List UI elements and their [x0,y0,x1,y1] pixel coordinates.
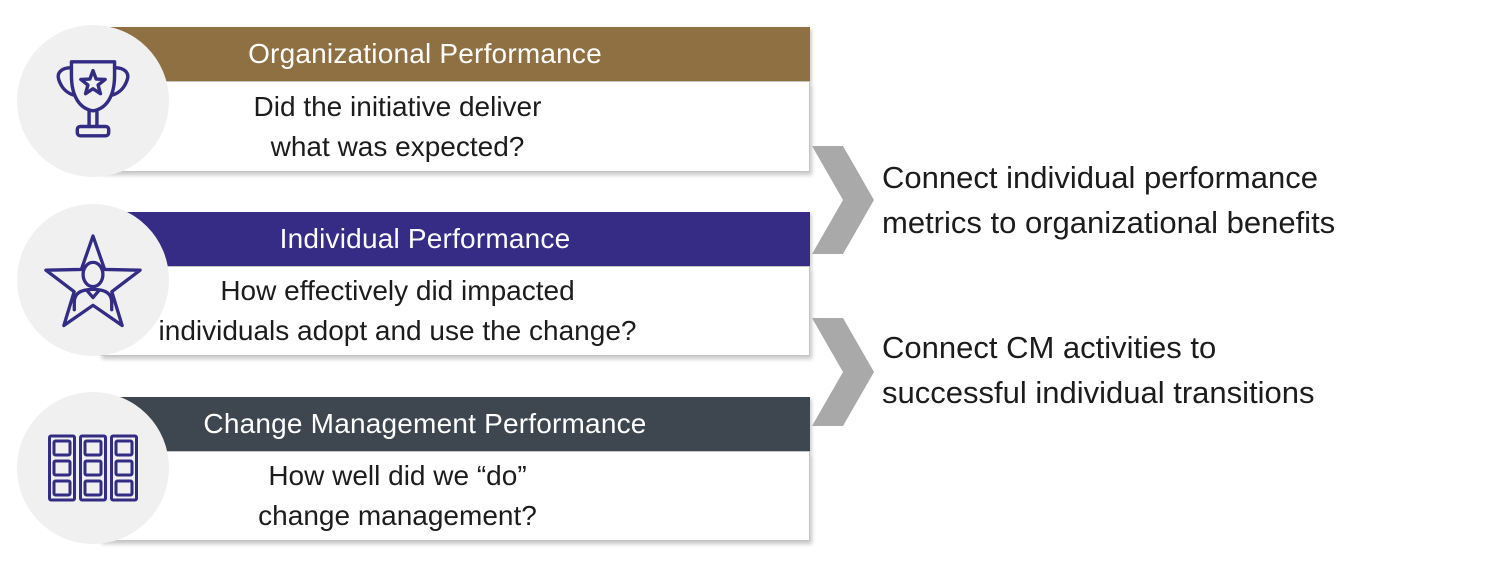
chevron-right-icon [812,146,874,254]
icon-circle-change-management [17,392,169,544]
card-body-line: Did the initiative deliver [253,90,542,122]
card-body-line: change management? [258,500,537,531]
connection-label-1: Connect individual performance metrics t… [882,155,1335,245]
chevron-right-icon [812,318,874,426]
connection-label-line: Connect CM activities to [882,330,1217,365]
card-header-individual-performance: Individual Performance [100,212,810,266]
trophy-icon [56,60,130,138]
card-body-organizational-performance: Did the initiative deliver what was expe… [100,81,810,172]
connection-label-line: metrics to organizational benefits [882,205,1336,240]
card-body-line: what was expected? [270,130,525,162]
card-header-change-management-performance: Change Management Performance [100,397,810,451]
connection-label-2: Connect CM activities to successful indi… [882,325,1315,415]
card-header-label: Individual Performance [279,223,571,254]
card-body-change-management-performance: How well did we “do” change management? [100,451,810,541]
connection-label-line: Connect individual performance [882,160,1318,195]
card-header-label: Organizational Performance [248,38,602,69]
card-body-line: individuals adopt and use the change? [158,315,637,346]
card-body-line: How well did we “do” [268,460,527,491]
connection-label-line: successful individual transitions [882,375,1315,410]
card-body-individual-performance: How effectively did impacted individuals… [100,266,810,356]
star-person-icon [44,234,142,328]
icon-circle-organizational [17,25,169,177]
icon-circle-individual [17,204,169,356]
kanban-columns-icon [48,434,138,502]
card-header-label: Change Management Performance [203,408,647,439]
card-body-line: How effectively did impacted [220,275,575,306]
card-header-organizational-performance: Organizational Performance [100,27,810,81]
